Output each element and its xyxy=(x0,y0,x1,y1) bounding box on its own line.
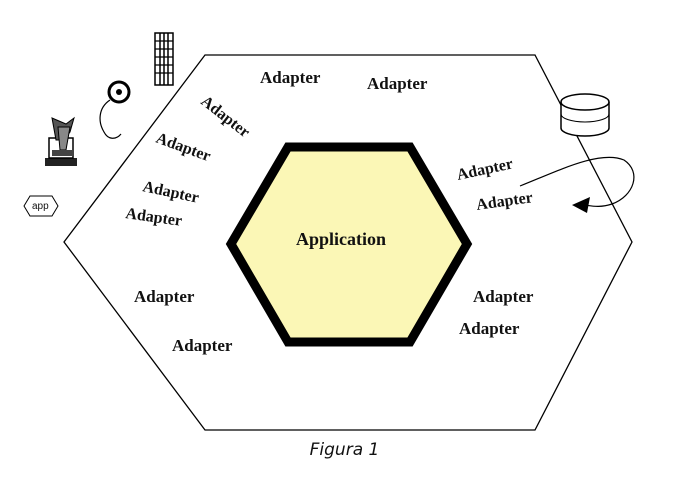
app-icon: app xyxy=(23,195,59,217)
app-icon-label: app xyxy=(32,201,49,212)
mouse-icon xyxy=(99,80,131,139)
adapter-label: Adapter xyxy=(260,68,321,87)
figure-caption: Figura 1 xyxy=(309,440,380,460)
database-icon xyxy=(560,93,610,137)
building-icon xyxy=(154,32,174,86)
computer-user-icon xyxy=(45,116,77,166)
application-label: Application xyxy=(296,229,386,249)
adapter-label: Adapter xyxy=(459,319,520,338)
adapter-label: Adapter xyxy=(473,287,534,306)
adapter-label: Adapter xyxy=(367,74,428,93)
loop-arrow-icon xyxy=(519,156,635,213)
adapter-label: Adapter xyxy=(134,287,195,306)
adapter-label: Adapter xyxy=(172,336,233,355)
application-hexagon xyxy=(225,142,473,347)
